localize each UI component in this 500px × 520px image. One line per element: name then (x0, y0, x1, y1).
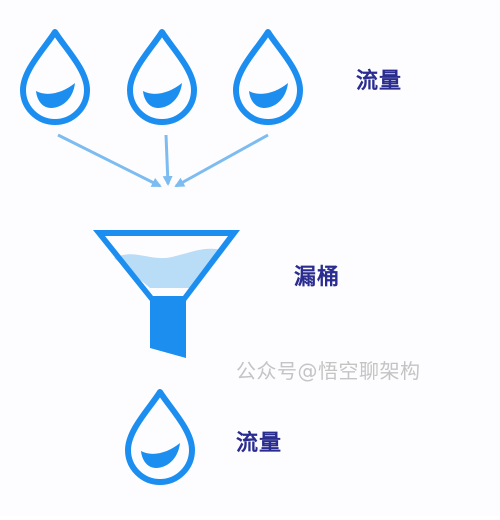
bucket-label: 漏桶 (294, 265, 341, 290)
water-drop-icon (233, 29, 303, 125)
outflow-label: 流量 (236, 431, 283, 456)
water-drop-icon (20, 29, 90, 125)
arrow-icon (162, 134, 173, 186)
arrow-icon (174, 133, 269, 188)
funnel-icon (93, 230, 240, 358)
arrow-icon (57, 133, 162, 188)
watermark-text: 公众号@悟空聊架构 (236, 359, 421, 383)
water-drop-icon (125, 389, 195, 485)
water-drop-icon (127, 29, 197, 125)
inflow-label: 流量 (356, 69, 403, 94)
